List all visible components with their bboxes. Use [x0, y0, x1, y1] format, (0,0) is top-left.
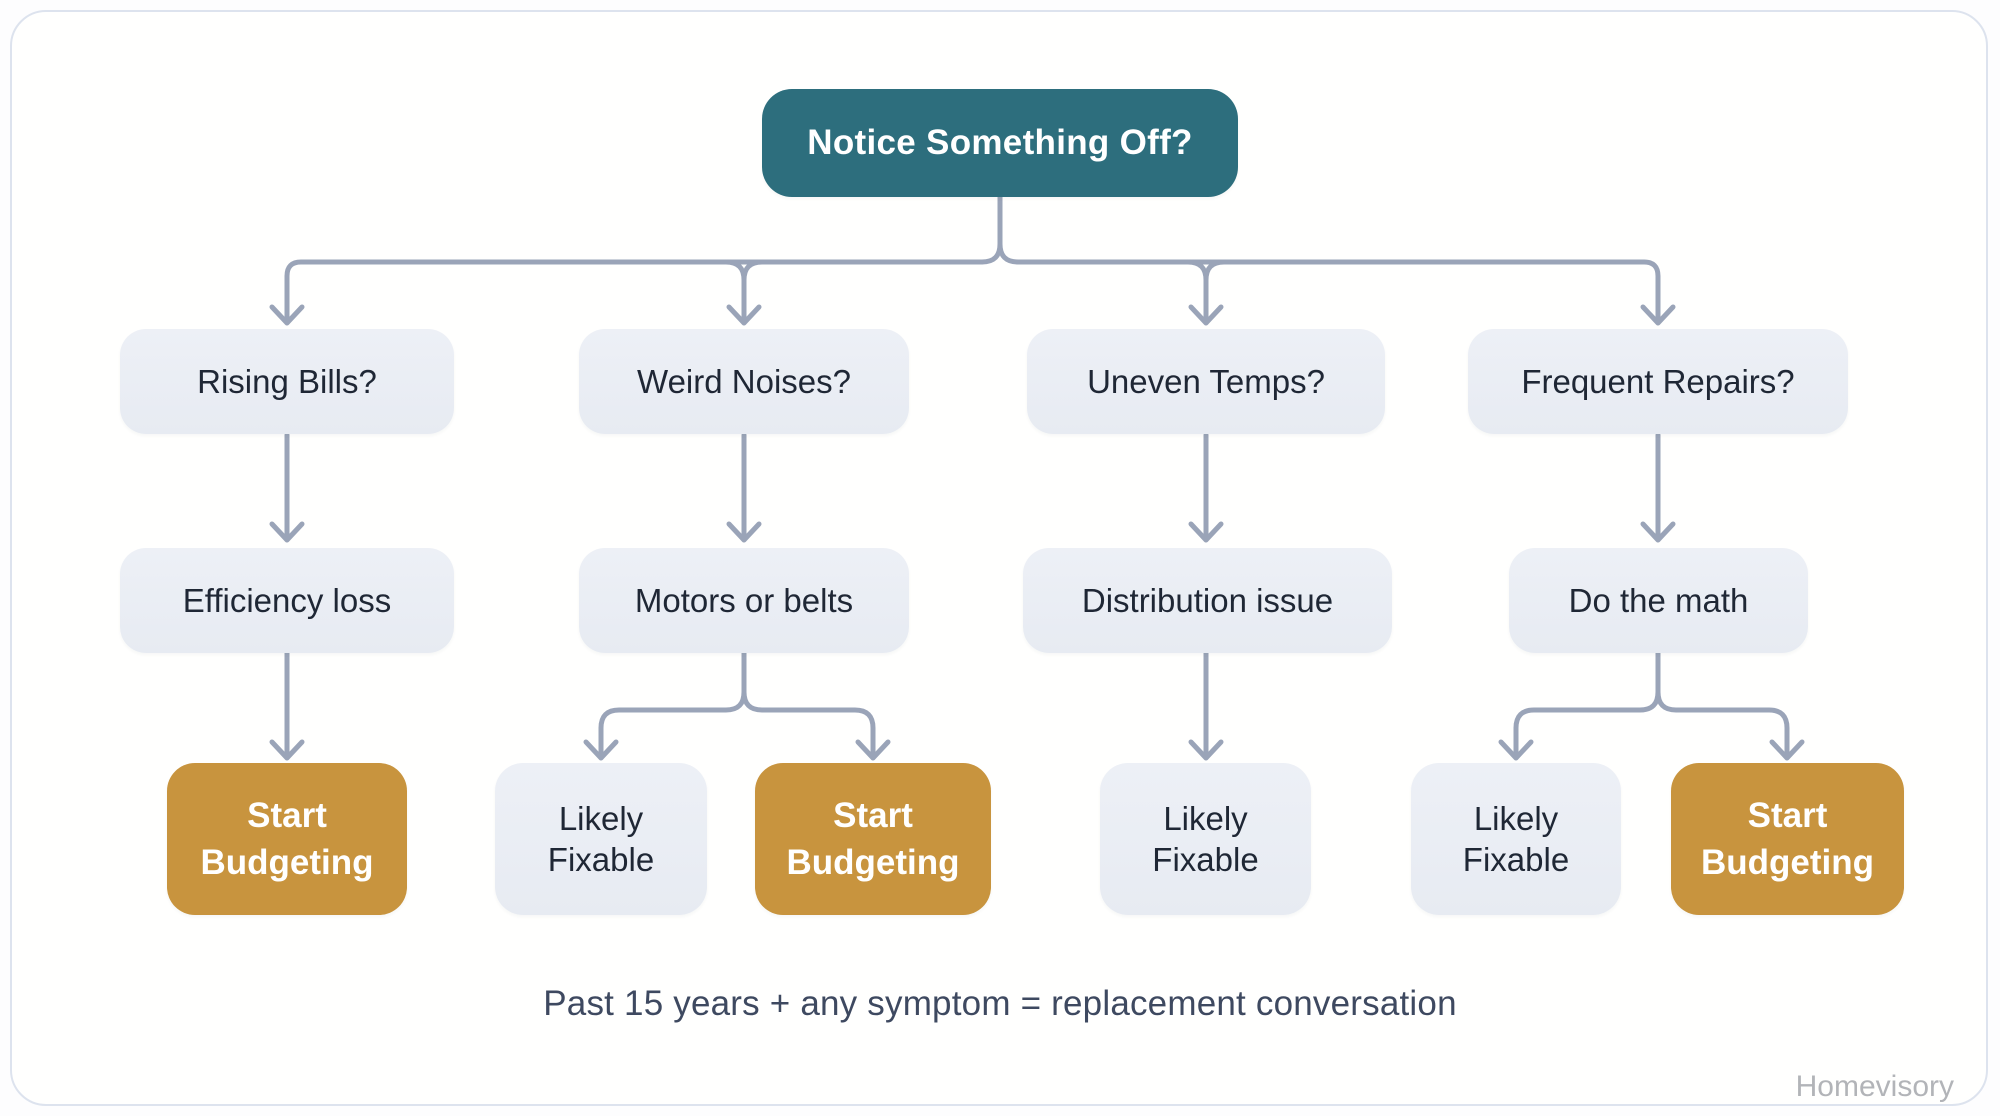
- diagnosis-node-distribution-issue: Distribution issue: [1023, 548, 1392, 653]
- outcome-node-start-budgeting-2: Start Budgeting: [755, 763, 991, 915]
- outcome-node-start-budgeting-1: Start Budgeting: [167, 763, 407, 915]
- diagnosis-node-do-the-math: Do the math: [1509, 548, 1808, 653]
- diagnosis-node-motors-or-belts: Motors or belts: [579, 548, 909, 653]
- diagnosis-node-efficiency-loss: Efficiency loss: [120, 548, 454, 653]
- outcome-node-likely-fixable-1: Likely Fixable: [495, 763, 707, 915]
- symptom-node-weird-noises: Weird Noises?: [579, 329, 909, 434]
- symptom-node-uneven-temps: Uneven Temps?: [1027, 329, 1385, 434]
- root-node-notice-something-off: Notice Something Off?: [762, 89, 1238, 197]
- symptom-node-rising-bills: Rising Bills?: [120, 329, 454, 434]
- outcome-node-likely-fixable-3: Likely Fixable: [1411, 763, 1621, 915]
- outcome-node-likely-fixable-2: Likely Fixable: [1100, 763, 1311, 915]
- watermark-homevisory: Homevisory: [1795, 1070, 1954, 1103]
- outcome-node-start-budgeting-3: Start Budgeting: [1671, 763, 1904, 915]
- symptom-node-frequent-repairs: Frequent Repairs?: [1468, 329, 1848, 434]
- caption-text: Past 15 years + any symptom = replacemen…: [543, 984, 1457, 1023]
